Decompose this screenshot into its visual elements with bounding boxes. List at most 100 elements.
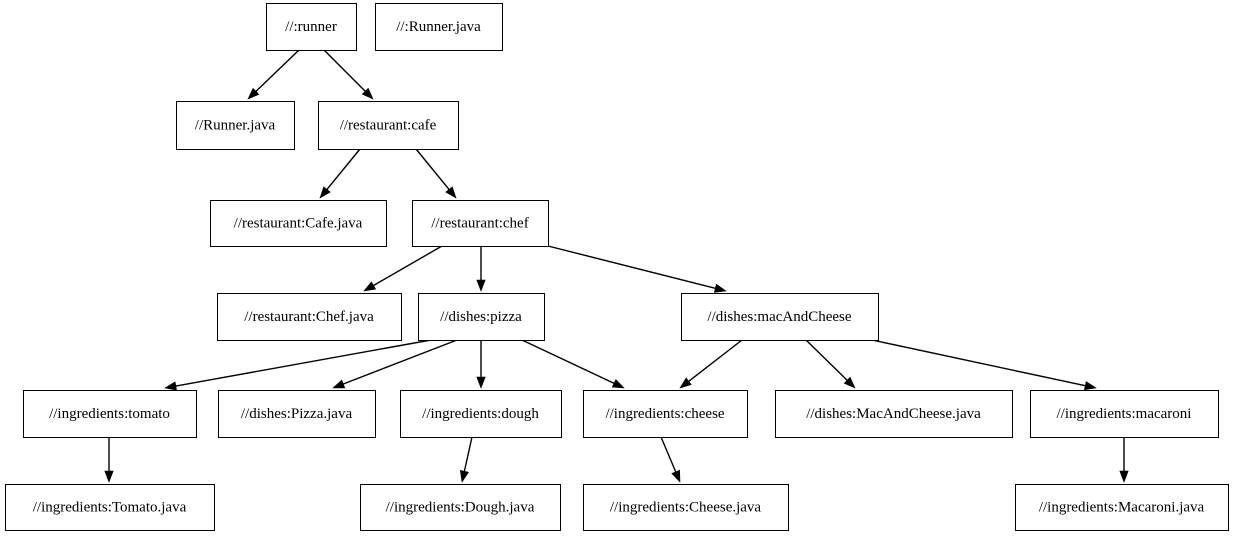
node-box[interactable]	[176, 101, 295, 150]
node-label: //restaurant:Cafe.java	[234, 215, 363, 231]
node-box[interactable]	[375, 3, 503, 51]
graph-node-tomato_java[interactable]: //ingredients:Tomato.java	[5, 484, 215, 531]
graph-edge-runner-to-runner_java	[247, 49, 300, 100]
arrowhead-icon	[445, 186, 457, 199]
graph-edge-dishes_pizza-to-ing_tomato	[164, 339, 432, 391]
node-label: //:runner	[285, 19, 337, 35]
arrowhead-icon	[679, 377, 692, 389]
node-box[interactable]	[1030, 390, 1219, 438]
node-label: //ingredients:macaroni	[1057, 406, 1192, 422]
graph-edge-ing_tomato-to-tomato_java	[104, 437, 114, 483]
node-box[interactable]	[775, 390, 1013, 438]
graph-node-ing_cheese[interactable]: //ingredients:cheese	[583, 390, 748, 438]
arrowhead-icon	[713, 283, 727, 293]
graph-node-runner_java[interactable]: //Runner.java	[176, 101, 295, 150]
graph-node-runner_java_root[interactable]: //:Runner.java	[375, 3, 503, 51]
graph-edge-dishes_pizza-to-ing_cheese	[521, 339, 625, 389]
graph-node-macaroni_java[interactable]: //ingredients:Macaroni.java	[1015, 484, 1229, 531]
edge-shaft	[343, 339, 458, 385]
node-box[interactable]	[1015, 484, 1229, 531]
node-label: //restaurant:chef	[431, 215, 528, 231]
node-label: //ingredients:dough	[422, 406, 539, 422]
arrowhead-icon	[459, 469, 469, 483]
node-label: //ingredients:tomato	[49, 406, 170, 422]
edge-shaft	[373, 245, 443, 287]
graph-node-dishes_mac[interactable]: //dishes:macAndCheese	[681, 293, 879, 341]
arrowhead-icon	[104, 470, 114, 483]
node-label: //ingredients:Cheese.java	[610, 499, 762, 515]
arrowhead-icon	[611, 378, 625, 389]
graph-edge-dishes_mac-to-ing_macaroni	[871, 339, 1097, 391]
edge-shaft	[805, 339, 848, 381]
arrowhead-icon	[843, 376, 856, 389]
node-label: //dishes:pizza	[440, 309, 522, 325]
graph-node-ing_tomato[interactable]: //ingredients:tomato	[23, 390, 197, 438]
graph-node-dough_java[interactable]: //ingredients:Dough.java	[360, 484, 561, 531]
edge-shaft	[326, 148, 361, 190]
arrowhead-icon	[1083, 381, 1097, 391]
edge-shaft	[175, 339, 432, 387]
node-label: //ingredients:Dough.java	[386, 499, 535, 515]
node-box[interactable]	[318, 101, 459, 150]
node-label: //Runner.java	[195, 117, 276, 133]
graph-node-dishes_pizza[interactable]: //dishes:pizza	[418, 293, 545, 341]
graph-edge-runner-to-restaurant_cafe	[323, 49, 374, 100]
graph-node-chef_java[interactable]: //restaurant:Chef.java	[217, 293, 402, 341]
arrowhead-icon	[476, 376, 486, 389]
graph-edge-dishes_mac-to-ing_cheese	[679, 339, 743, 389]
edge-shaft	[688, 339, 743, 382]
node-label: //dishes:MacAndCheese.java	[806, 406, 981, 422]
graph-node-mac_java[interactable]: //dishes:MacAndCheese.java	[775, 390, 1013, 438]
node-label: //ingredients:cheese	[605, 406, 724, 422]
graph-edge-ing_cheese-to-cheese_java	[660, 436, 681, 483]
node-layer: //:runner //:Runner.java //Runner.java //re…	[5, 3, 1229, 531]
node-box[interactable]	[583, 484, 789, 531]
edge-shaft	[415, 148, 450, 190]
node-label: //dishes:macAndCheese	[707, 309, 851, 325]
node-label: //restaurant:cafe	[340, 117, 437, 133]
node-box[interactable]	[412, 200, 549, 247]
node-label: //ingredients:Macaroni.java	[1039, 499, 1205, 515]
node-box[interactable]	[210, 200, 387, 247]
node-box[interactable]	[217, 293, 402, 341]
node-box[interactable]	[23, 390, 197, 438]
graph-node-runner[interactable]: //:runner	[266, 3, 357, 51]
node-box[interactable]	[266, 3, 357, 51]
node-box[interactable]	[400, 390, 562, 438]
graph-edge-dishes_mac-to-mac_java	[805, 339, 856, 389]
node-label: //restaurant:Chef.java	[244, 309, 374, 325]
arrowhead-icon	[164, 381, 177, 391]
node-box[interactable]	[218, 390, 376, 438]
graph-node-restaurant_chef[interactable]: //restaurant:chef	[412, 200, 549, 247]
node-box[interactable]	[418, 293, 545, 341]
arrowhead-icon	[319, 186, 331, 199]
arrowhead-icon	[1119, 470, 1129, 483]
node-box[interactable]	[681, 293, 879, 341]
graph-node-cheese_java[interactable]: //ingredients:Cheese.java	[583, 484, 789, 531]
graph-node-ing_dough[interactable]: //ingredients:dough	[400, 390, 562, 438]
node-box[interactable]	[360, 484, 561, 531]
arrowhead-icon	[332, 379, 346, 389]
graph-edge-ing_macaroni-to-macaroni_java	[1119, 437, 1129, 483]
arrowhead-icon	[476, 279, 486, 292]
edge-shaft	[547, 245, 716, 289]
node-box[interactable]	[583, 390, 748, 438]
graph-node-pizza_java[interactable]: //dishes:Pizza.java	[218, 390, 376, 438]
graph-edge-restaurant_cafe-to-restaurant_chef	[415, 148, 457, 199]
edge-shaft	[521, 339, 615, 384]
graph-node-ing_macaroni[interactable]: //ingredients:macaroni	[1030, 390, 1219, 438]
graph-node-cafe_java[interactable]: //restaurant:Cafe.java	[210, 200, 387, 247]
graph-edge-restaurant_chef-to-dishes_mac	[547, 245, 727, 293]
node-box[interactable]	[5, 484, 215, 531]
node-label: //:Runner.java	[396, 19, 481, 35]
arrowhead-icon	[247, 87, 260, 100]
arrowhead-icon	[363, 281, 377, 292]
edge-shaft	[463, 436, 473, 472]
edge-shaft	[323, 49, 366, 92]
graph-edge-restaurant_chef-to-chef_java	[363, 245, 443, 292]
edge-layer	[104, 49, 1129, 483]
arrowhead-icon	[361, 87, 374, 100]
graph-node-restaurant_cafe[interactable]: //restaurant:cafe	[318, 101, 459, 150]
graph-edge-restaurant_chef-to-dishes_pizza	[476, 246, 486, 292]
